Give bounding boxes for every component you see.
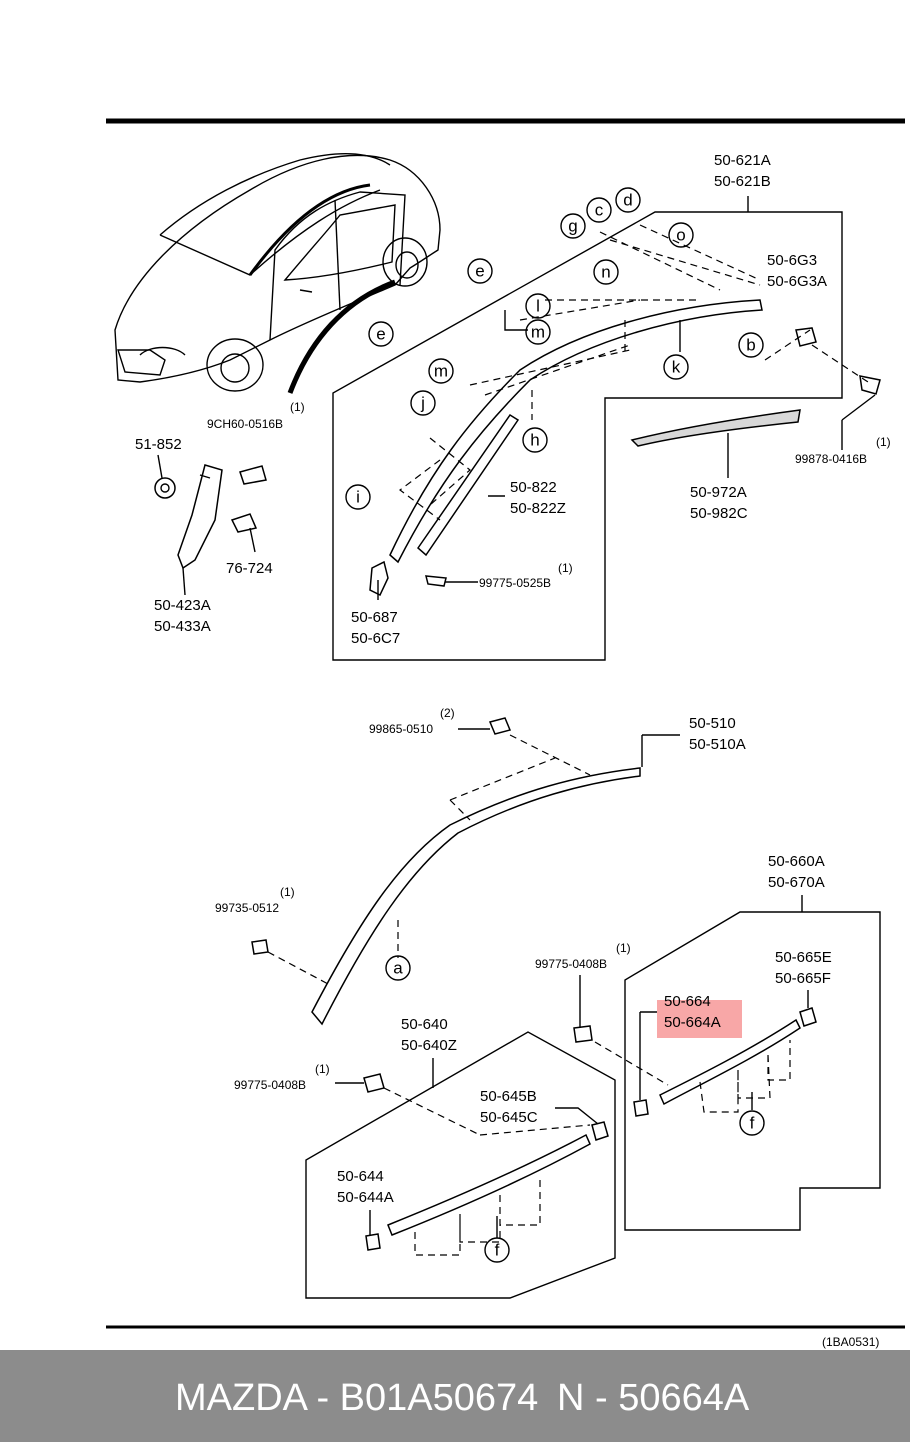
label-687: 50-687: [351, 609, 398, 626]
label-660a: 50-660A: [768, 853, 825, 870]
label-822: 50-822: [510, 479, 557, 496]
callout-n: n: [601, 263, 610, 282]
callout-i: i: [356, 488, 360, 507]
callout-g: g: [568, 217, 577, 236]
footer-ref-number: N - 50664A: [557, 1377, 750, 1419]
label-644: 50-644: [337, 1168, 384, 1185]
callout-a: a: [393, 959, 403, 978]
label-76724: 76-724: [226, 560, 273, 577]
label-98780: 99878-0416B: [795, 452, 867, 466]
label-665e: 50-665E: [775, 949, 832, 966]
callout-e-lower: e: [376, 325, 385, 344]
label-665f: 50-665F: [775, 970, 831, 987]
label-99775c: 99775-0408B: [234, 1078, 306, 1092]
callout-h: h: [530, 431, 539, 450]
label-822z: 50-822Z: [510, 500, 566, 517]
label-664a: 50-664A: [664, 1014, 721, 1031]
callout-l: l: [536, 297, 540, 316]
highlight-box: [657, 1000, 742, 1038]
label-99775c-qty: (1): [315, 1062, 330, 1076]
label-51852: 51-852: [135, 436, 182, 453]
parts-diagram: (1BA0531) (1) 9CH60-0516B 51-852 76-724 …: [106, 118, 905, 1349]
window-moulding-group: [332, 196, 881, 661]
callout-f-front: f: [495, 1241, 500, 1260]
label-670a: 50-670A: [768, 874, 825, 891]
label-9ch60: 9CH60-0516B: [207, 417, 283, 431]
label-6c7: 50-6C7: [351, 630, 400, 647]
label-640: 50-640: [401, 1016, 448, 1033]
label-99775b: 99775-0408B: [535, 957, 607, 971]
label-645c: 50-645C: [480, 1109, 538, 1126]
label-99775b-qty: (1): [616, 941, 631, 955]
footer-part-number: MAZDA - B01A50674: [175, 1377, 539, 1419]
label-99865: 99865-0510: [369, 722, 433, 736]
label-645b: 50-645B: [480, 1088, 537, 1105]
label-621b: 50-621B: [714, 173, 771, 190]
footer-bar: MAZDA - B01A50674 N - 50664A: [0, 1350, 910, 1442]
callout-o: o: [676, 226, 685, 245]
callout-m-lower: m: [434, 362, 448, 381]
label-99775a: 99775-0525B: [479, 576, 551, 590]
callout-e-upper: e: [475, 262, 484, 281]
label-664: 50-664: [664, 993, 711, 1010]
label-510a: 50-510A: [689, 736, 746, 753]
label-99775a-qty: (1): [558, 561, 573, 575]
car-illustration: [114, 152, 441, 394]
callout-d: d: [623, 191, 632, 210]
label-99865-qty: (2): [440, 706, 455, 720]
callout-markers: a b c d e e f f f g h i j k l m m n o: [345, 187, 765, 1263]
label-644a: 50-644A: [337, 1189, 394, 1206]
callout-k: k: [672, 358, 681, 377]
roof-moulding: [251, 717, 680, 1026]
callout-j: j: [420, 394, 425, 413]
rear-moulding-group: [573, 895, 881, 1231]
label-982c: 50-982C: [690, 505, 748, 522]
label-640z: 50-640Z: [401, 1037, 457, 1054]
label-510: 50-510: [689, 715, 736, 732]
callout-c: c: [595, 201, 604, 220]
pillar-trim: [154, 454, 267, 596]
label-423a: 50-423A: [154, 597, 211, 614]
callout-m-upper: m: [531, 323, 545, 342]
label-99735: 99735-0512: [215, 901, 279, 915]
label-99735-qty: (1): [280, 885, 295, 899]
label-972a: 50-972A: [690, 484, 747, 501]
label-433a: 50-433A: [154, 618, 211, 635]
label-621a: 50-621A: [714, 152, 771, 169]
callout-b: b: [746, 336, 755, 355]
label-6g3a: 50-6G3A: [767, 273, 827, 290]
label-9ch60-qty: (1): [290, 400, 305, 414]
label-6g3: 50-6G3: [767, 252, 817, 269]
diagram-code: (1BA0531): [822, 1335, 879, 1349]
front-moulding-group: [305, 1031, 616, 1299]
label-98780-qty: (1): [876, 435, 891, 449]
callout-f-rear: f: [750, 1114, 755, 1133]
